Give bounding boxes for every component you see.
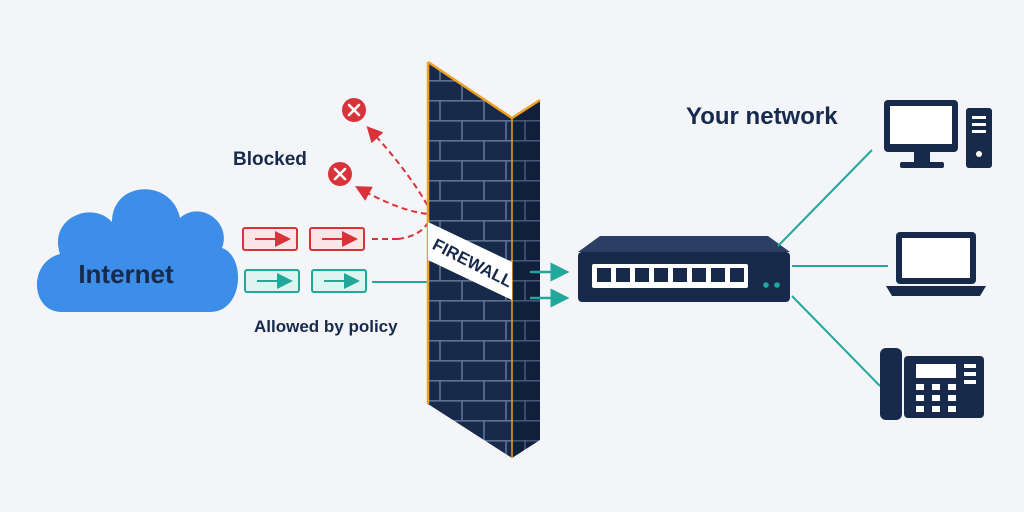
blocked-label: Blocked <box>233 149 307 170</box>
allowed-label: Allowed by policy <box>254 317 398 336</box>
x-circle-icon <box>328 162 352 186</box>
blocked-paths <box>354 126 434 240</box>
switch-input-arrows <box>530 262 570 308</box>
network-switch-icon <box>578 236 790 302</box>
desktop-computer-icon <box>884 100 992 168</box>
x-circle-icon <box>342 98 366 122</box>
your-network-label: Your network <box>686 103 838 130</box>
cloud-icon <box>36 189 239 312</box>
desk-phone-icon <box>880 348 984 420</box>
internet-label: Internet <box>78 259 174 289</box>
laptop-icon <box>886 232 986 296</box>
blocked-packets <box>242 227 400 251</box>
network-links <box>777 149 888 387</box>
